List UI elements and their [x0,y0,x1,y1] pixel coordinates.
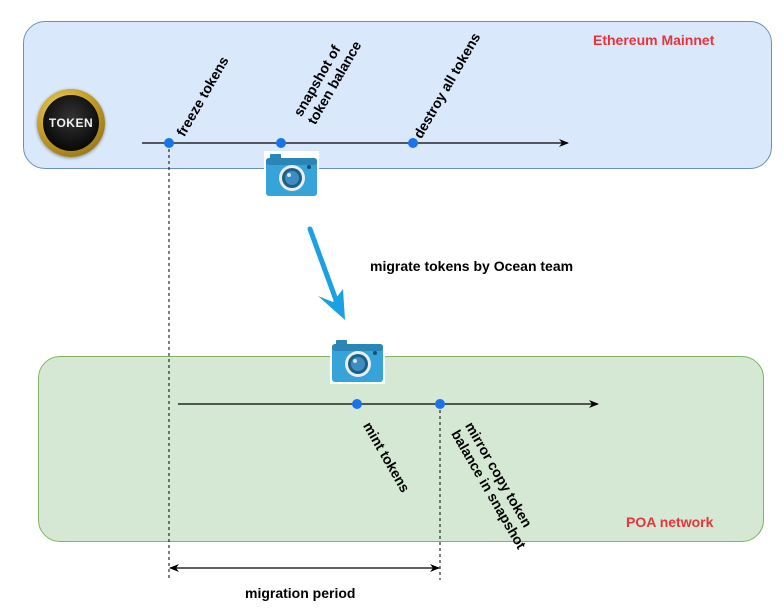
migration-period-label: migration period [245,585,356,601]
freeze-tokens-dot [164,138,174,148]
ethereum-mainnet-region [23,21,772,169]
snapshot-dot [276,138,286,148]
poa-network-label: POA network [626,514,714,530]
migration-label: migrate tokens by Ocean team [370,258,574,274]
token-logo-text: TOKEN [48,116,94,130]
destroy-tokens-dot [408,138,418,148]
camera-icon [264,151,319,198]
mirror-copy-dot [435,399,445,409]
poa-network-region [38,356,764,542]
token-logo: TOKEN [37,89,105,157]
camera-icon [330,337,385,384]
mint-tokens-dot [352,399,362,409]
ethereum-mainnet-label: Ethereum Mainnet [593,32,715,48]
migrate-arrow [307,226,345,320]
